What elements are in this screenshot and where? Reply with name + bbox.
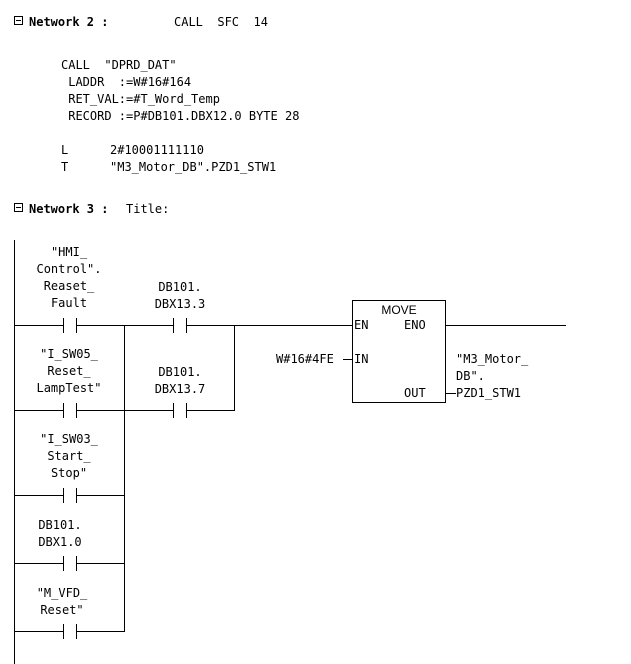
move-eno-pin: ENO	[404, 318, 426, 332]
contact-i-sw05-reset-lamptest[interactable]: "I_SW05_ Reset_ LampTest"	[36, 347, 102, 395]
move-out-pin: OUT	[404, 386, 426, 400]
transfer-instruction[interactable]: T	[61, 160, 69, 174]
load-instruction[interactable]: L	[61, 143, 69, 157]
move-box-title[interactable]: MOVE	[381, 303, 417, 317]
contact-i-sw03-start-stop[interactable]: "I_SW03_ Start_ Stop"	[40, 432, 98, 480]
move-in-pin: IN	[354, 352, 369, 366]
transfer-operand[interactable]: "M3_Motor_DB".PZD1_STW1	[110, 160, 277, 174]
network-3-collapse-icon[interactable]	[14, 203, 23, 212]
move-en-pin: EN	[354, 318, 369, 332]
network-3-title[interactable]: Title:	[126, 202, 170, 216]
contact-db101-dbx13-3[interactable]: DB101. DBX13.3	[154, 280, 206, 311]
contact-hmi-reset-fault[interactable]: "HMI_ Control". Reaset_ Fault	[36, 245, 102, 310]
load-operand[interactable]: 2#10001111110	[110, 143, 204, 157]
param-ret-val[interactable]: RET_VAL:=#T_Word_Temp	[61, 92, 220, 106]
call-line[interactable]: CALL "DPRD_DAT"	[61, 58, 177, 72]
network-2-label[interactable]: Network 2 :	[29, 15, 109, 29]
network-3-label[interactable]: Network 3 :	[29, 202, 109, 216]
network-2-header-text[interactable]: CALL SFC 14	[174, 15, 268, 29]
contact-m-vfd-reset[interactable]: "M_VFD_ Reset"	[36, 586, 88, 617]
move-in-value[interactable]: W#16#4FE	[276, 352, 334, 366]
contact-db101-dbx13-7[interactable]: DB101. DBX13.7	[154, 365, 206, 396]
param-record[interactable]: RECORD :=P#DB101.DBX12.0 BYTE 28	[61, 109, 300, 123]
contact-db101-dbx1-0[interactable]: DB101. DBX1.0	[38, 518, 82, 549]
move-out-value[interactable]: "M3_Motor_ DB". PZD1_STW1	[456, 352, 529, 400]
network-2-collapse-icon[interactable]	[14, 16, 23, 25]
param-laddr[interactable]: LADDR :=W#16#164	[61, 75, 192, 89]
